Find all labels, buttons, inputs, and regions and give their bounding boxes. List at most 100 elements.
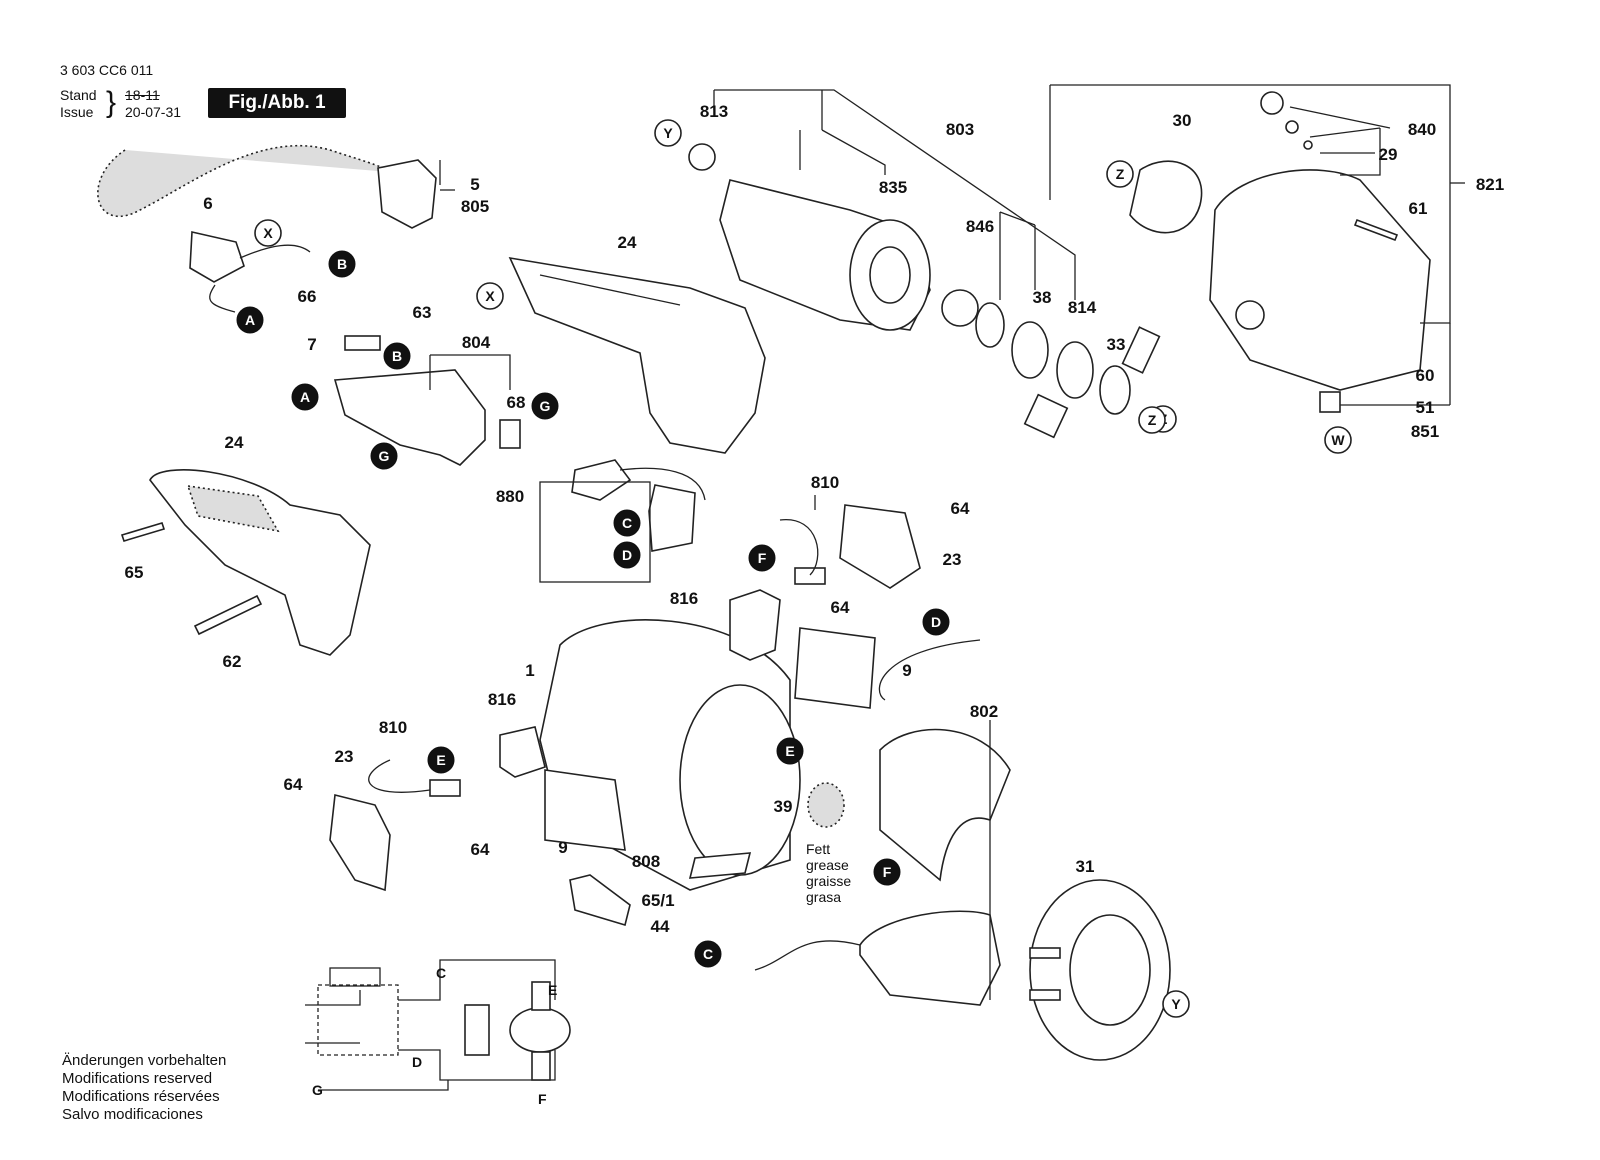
footer-note-fr: Modifications réservées — [62, 1088, 220, 1105]
wiring-schematic: C E D F G — [305, 959, 571, 1107]
part-label-65: 65 — [125, 563, 144, 582]
part-label-816: 816 — [670, 589, 698, 608]
part-label-810: 810 — [379, 718, 407, 737]
part-label-23: 23 — [943, 550, 962, 569]
gear-head-drawing — [1129, 91, 1431, 413]
doc-number: 3 603 CC6 011 — [60, 62, 154, 78]
part-label-816: 816 — [488, 690, 516, 709]
part-label-64: 64 — [831, 598, 850, 617]
part-label-851: 851 — [1411, 422, 1439, 441]
svg-text:G: G — [540, 398, 551, 414]
part-label-840: 840 — [1408, 120, 1436, 139]
part-label-24: 24 — [225, 433, 244, 452]
schematic-label-f: F — [538, 1091, 547, 1107]
field-coil-drawing — [754, 639, 1011, 1006]
part-label-63: 63 — [413, 303, 432, 322]
connector-marker-f: F — [748, 544, 776, 572]
svg-text:G: G — [379, 448, 390, 464]
svg-text:D: D — [931, 614, 941, 630]
power-cord-drawing — [97, 144, 437, 313]
svg-text:X: X — [485, 288, 495, 304]
footer-note-es: Salvo modificaciones — [62, 1106, 203, 1123]
part-label-30: 30 — [1173, 111, 1192, 130]
part-label-38: 38 — [1033, 288, 1052, 307]
svg-text:C: C — [622, 515, 632, 531]
part-label-65-1: 65/1 — [641, 891, 674, 910]
leader-lines — [429, 84, 1465, 1000]
bracket-glyph: } — [106, 86, 117, 119]
part-label-808: 808 — [632, 852, 660, 871]
stand-label: Stand — [60, 87, 97, 103]
connector-marker-b: B — [383, 342, 411, 370]
part-label-821: 821 — [1476, 175, 1504, 194]
part-label-805: 805 — [461, 197, 489, 216]
grease-note-en: grease — [806, 857, 849, 873]
part-label-31: 31 — [1076, 857, 1095, 876]
part-label-804: 804 — [462, 333, 491, 352]
brush-parts-drawing — [329, 504, 921, 892]
connector-marker-f: F — [873, 858, 901, 886]
handle-left-drawing — [120, 469, 371, 656]
connector-marker-g: G — [531, 392, 559, 420]
connector-marker-z: Z — [1106, 160, 1134, 188]
svg-text:A: A — [300, 389, 310, 405]
part-label-846: 846 — [966, 217, 994, 236]
part-label-29: 29 — [1379, 145, 1398, 164]
part-label-51: 51 — [1416, 398, 1435, 417]
connector-markers: YZXBABAGGCDFDEEWZFCYXZ — [236, 119, 1352, 1018]
connector-marker-e: E — [427, 746, 455, 774]
connector-marker-c: C — [694, 940, 722, 968]
part-label-66: 66 — [298, 287, 317, 306]
grease-note-de: Fett — [806, 841, 830, 857]
connector-marker-a: A — [291, 383, 319, 411]
connector-marker-w: W — [1324, 426, 1352, 454]
grease-note-es: grasa — [806, 889, 841, 905]
connector-marker-g: G — [370, 442, 398, 470]
connector-marker-z: Z — [1138, 406, 1166, 434]
svg-text:Z: Z — [1148, 412, 1157, 428]
figure-badge: Fig./Abb. 1 — [208, 88, 346, 118]
svg-text:Y: Y — [663, 125, 673, 141]
issue-label: Issue — [60, 104, 94, 120]
part-label-9: 9 — [902, 661, 911, 680]
svg-text:F: F — [883, 864, 892, 880]
svg-text:Y: Y — [1171, 996, 1181, 1012]
footer-notes: Änderungen vorbehalten Modifications res… — [62, 1052, 226, 1124]
part-label-64: 64 — [951, 499, 970, 518]
part-label-62: 62 — [223, 652, 242, 671]
stand-value: 18-11 — [125, 87, 160, 103]
svg-text:B: B — [392, 348, 402, 364]
bearing-cover-drawing — [1029, 879, 1171, 1061]
issue-value: 20-07-31 — [125, 104, 182, 120]
connector-marker-x: X — [254, 219, 282, 247]
part-label-64: 64 — [284, 775, 303, 794]
part-label-24: 24 — [618, 233, 637, 252]
schematic-label-d: D — [412, 1054, 422, 1070]
schematic-label-g: G — [312, 1082, 323, 1098]
part-label-880: 880 — [496, 487, 524, 506]
footer-note-en: Modifications reserved — [62, 1070, 213, 1087]
part-label-44: 44 — [651, 917, 670, 936]
armature-drawing — [688, 143, 931, 331]
svg-text:E: E — [785, 743, 794, 759]
motor-housing-drawing — [539, 619, 876, 891]
part-label-810: 810 — [811, 473, 839, 492]
part-label-60: 60 — [1416, 366, 1435, 385]
part-label-61: 61 — [1409, 199, 1428, 218]
small-parts-drawing — [569, 782, 845, 927]
part-label-6: 6 — [203, 194, 212, 213]
svg-text:E: E — [436, 752, 445, 768]
part-label-64: 64 — [471, 840, 490, 859]
part-label-33: 33 — [1107, 335, 1126, 354]
part-label-39: 39 — [774, 797, 793, 816]
svg-text:C: C — [703, 946, 713, 962]
svg-text:B: B — [337, 256, 347, 272]
part-label-5: 5 — [470, 175, 479, 194]
grease-note-fr: graisse — [806, 873, 851, 889]
bearing-parts-drawing — [941, 289, 1161, 439]
connector-marker-y: Y — [654, 119, 682, 147]
part-label-803: 803 — [946, 120, 974, 139]
connector-marker-y: Y — [1162, 990, 1190, 1018]
